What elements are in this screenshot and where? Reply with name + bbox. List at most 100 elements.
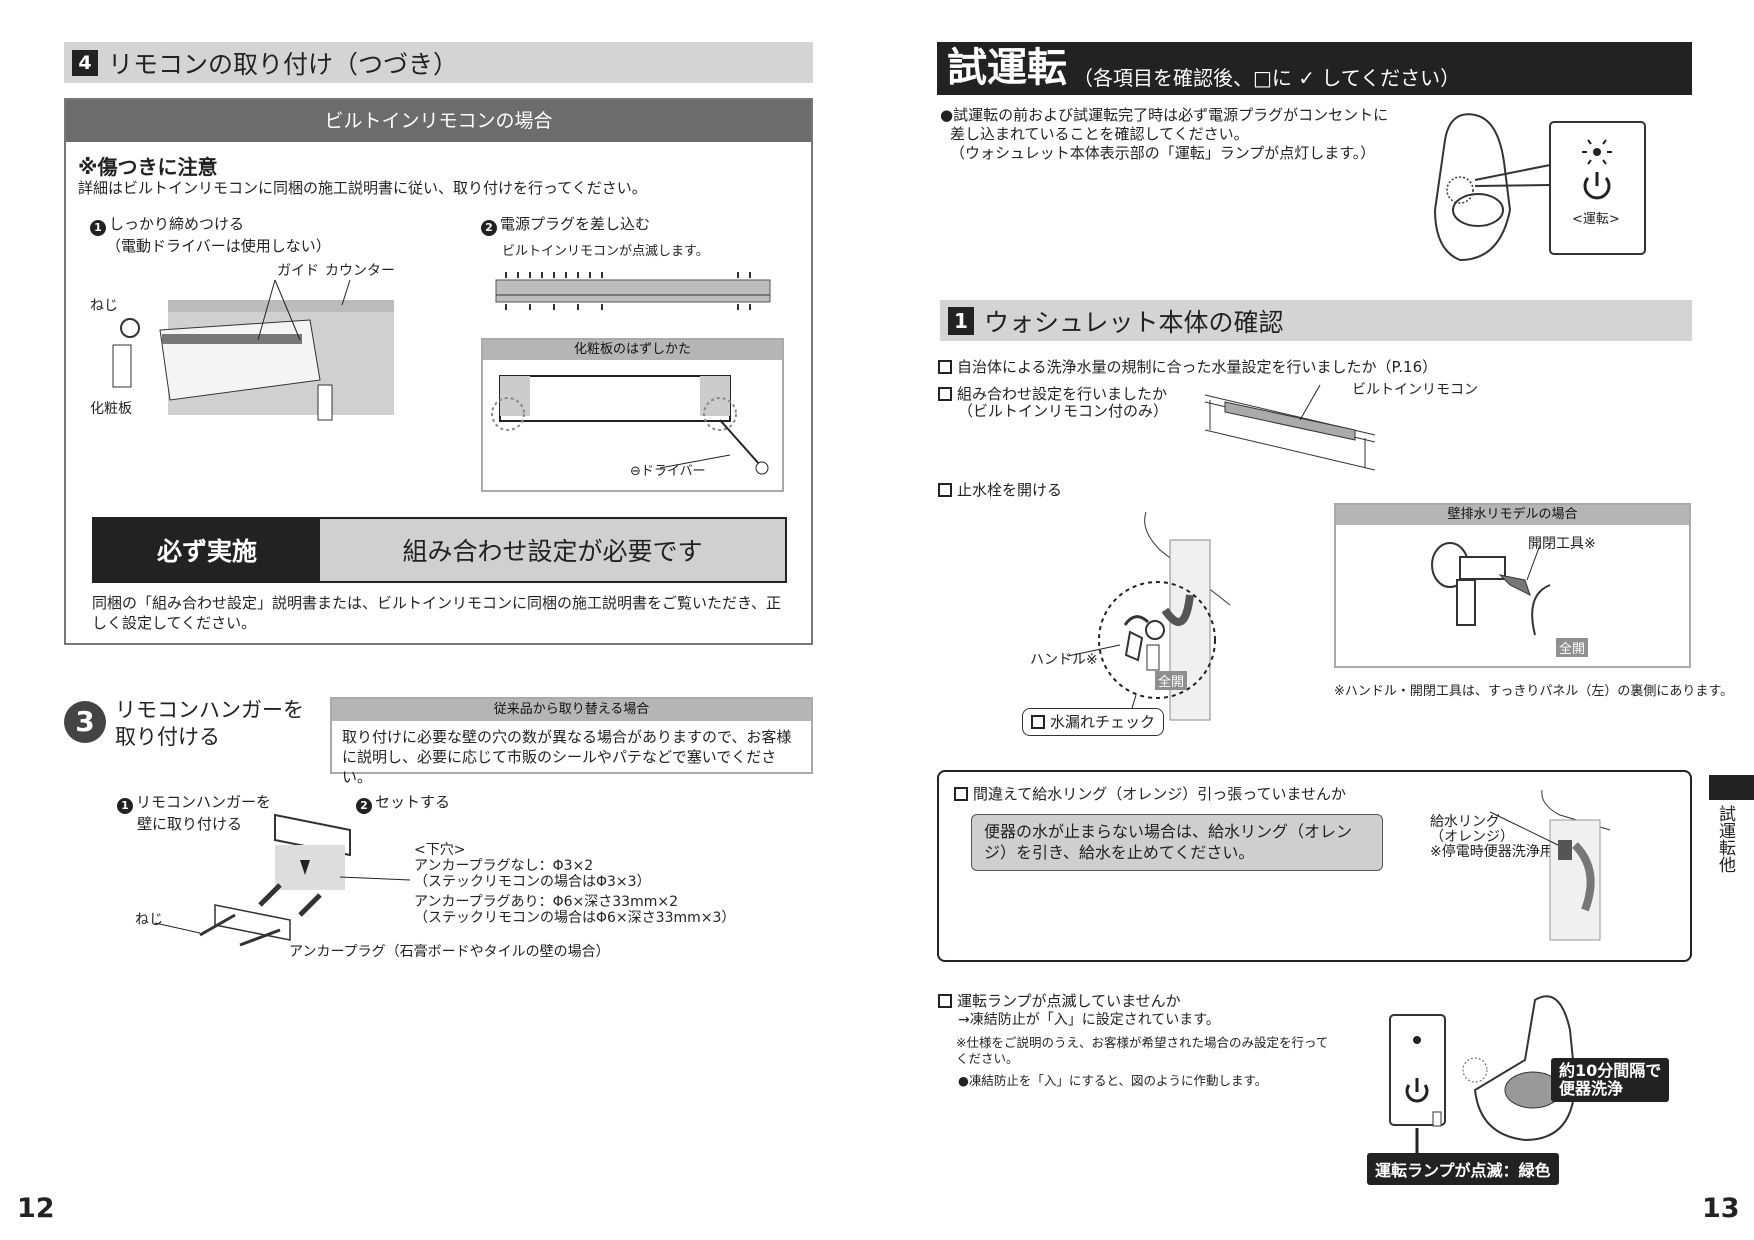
check5-note2: ●凍結防止を「入」にすると、図のように作動します。 <box>958 1073 1268 1088</box>
step-number: 2 <box>356 798 372 814</box>
trial-run-title-bar: 試運転 （各項目を確認後、□に ✓ してください） <box>937 42 1692 95</box>
replace-box: 従来品から取り替える場合 取り付けに必要な壁の穴の数が異なる場合がありますので、… <box>330 697 813 786</box>
section-title: ウォシュレット本体の確認 <box>984 307 1284 337</box>
check3-text: 止水栓を開ける <box>957 481 1063 499</box>
label-handle: ハンドル※ <box>1030 652 1098 668</box>
builtin-install-illustration <box>112 279 394 421</box>
leak-check-text: 水漏れチェック <box>1050 713 1156 731</box>
must-text: 組み合わせ設定が必要です <box>320 519 785 581</box>
step1-line1: しっかり締めつける <box>109 215 245 233</box>
check-water-ring[interactable]: 間違えて給水リング（オレンジ）引っ張っていませんか <box>954 784 1346 804</box>
section-1-header: 1 ウォシュレット本体の確認 <box>940 300 1692 341</box>
section-4-header: 4 リモコンの取り付け（つづき） <box>64 42 813 83</box>
hole-spec: <下穴> アンカープラグなし：Φ3×2 （ステックリモコンの場合はΦ3×3） ア… <box>414 842 735 926</box>
checkbox[interactable] <box>1031 715 1045 729</box>
removal-title: 化粧板のはずしかた <box>483 340 782 360</box>
intro-line2: 差し込まれていることを確認してください。 <box>950 125 1249 143</box>
ring-label: 給水リング （オレンジ） ※停電時便器洗浄用 <box>1430 815 1554 860</box>
checkbox[interactable] <box>938 994 952 1008</box>
checkbox[interactable] <box>938 387 952 401</box>
checkbox[interactable] <box>938 483 952 497</box>
step1-line2: （電動ドライバーは使用しない） <box>106 237 331 255</box>
hanger-illustration <box>154 813 411 947</box>
h-label-screw: ねじ <box>135 912 163 928</box>
side-tab-marker <box>1709 775 1754 800</box>
panel-title: ビルトインリモコンの場合 <box>66 100 811 142</box>
label-full-open-2: 全開 <box>1556 638 1589 657</box>
checkbox[interactable] <box>938 360 952 374</box>
trial-run-title: 試運転 <box>947 45 1067 91</box>
callout-flush-line1: 約10分間隔で <box>1559 1061 1662 1080</box>
section-number: 4 <box>72 49 98 76</box>
panel-removal-illustration <box>491 375 769 475</box>
hole-title: <下穴> <box>414 842 466 858</box>
leak-check[interactable]: 水漏れチェック <box>1022 708 1165 736</box>
check-open-valve[interactable]: 止水栓を開ける <box>938 480 1062 500</box>
callout-flush: 約10分間隔で 便器洗浄 <box>1551 1058 1670 1102</box>
step2-title: 電源プラグを差し込む <box>500 215 651 233</box>
check-combination[interactable]: 組み合わせ設定を行いましたか（ビルトインリモコン付のみ） <box>938 386 1168 420</box>
must-label: 必ず実施 <box>94 519 320 581</box>
ring-line2: （オレンジ） <box>1430 829 1514 845</box>
panel-removal-box: 化粧板のはずしかた <box>481 338 784 492</box>
check4-text: 間違えて給水リング（オレンジ）引っ張っていませんか <box>973 785 1347 803</box>
label-guide: ガイド <box>277 263 319 279</box>
caution-title: ※傷つきに注意 <box>78 155 218 179</box>
hole-line1: アンカープラグなし：Φ3×2 <box>414 858 594 874</box>
ring-line1: 給水リング <box>1430 814 1500 830</box>
label-tool: 開閉工具※ <box>1528 536 1596 552</box>
wall-note: ※ハンドル・開閉工具は、すっきりパネル（左）の裏側にあります。 <box>1334 684 1734 699</box>
check1-text: 自治体による洗浄水量の規制に合った水量設定を行いましたか（P.16） <box>957 358 1438 376</box>
opening-tool-illustration <box>1431 542 1551 636</box>
check5-text: 運転ランプが点滅していませんか <box>957 992 1181 1010</box>
must-note: 同梱の「組み合わせ設定」説明書または、ビルトインリモコンに同梱の施工説明書をご覧… <box>92 594 781 632</box>
intro-text: ●試運転の前および試運転完了時は必ず電源プラグがコンセントに 差し込まれているこ… <box>940 106 1388 163</box>
label-screw: ねじ <box>90 298 118 314</box>
h-step1-line2: 壁に取り付ける <box>137 815 243 833</box>
check-lamp-blink[interactable]: 運転ランプが点滅していませんか <box>938 991 1181 1011</box>
caution-text: 詳細はビルトインリモコンに同梱の施工説明書に従い、取り付けを行ってください。 <box>78 179 647 197</box>
label-full-open: 全開 <box>1155 671 1188 690</box>
label-driver: ⊖ドライバー <box>630 464 706 479</box>
callout-lamp: 運転ランプが点滅：緑色 <box>1367 1153 1559 1185</box>
lamp-label: <運転> <box>1572 212 1620 227</box>
checkbox[interactable] <box>954 787 968 801</box>
step-number: 2 <box>481 220 497 236</box>
step-number: 1 <box>90 220 106 236</box>
check2-line2: （ビルトインリモコン付のみ） <box>958 402 1169 420</box>
intro-line1: ●試運転の前および試運転完了時は必ず電源プラグがコンセントに <box>940 106 1389 124</box>
water-ring-check-box <box>937 770 1692 962</box>
check-water-volume[interactable]: 自治体による洗浄水量の規制に合った水量設定を行いましたか（P.16） <box>938 357 1437 377</box>
toilet-lamp-illustration <box>1433 113 1646 262</box>
side-tab-label: 試運転他 <box>1715 805 1735 873</box>
intro-line3: （ウォシュレット本体表示部の「運転」ランプが点灯します。） <box>950 144 1376 162</box>
check2-line1: 組み合わせ設定を行いましたか <box>957 385 1168 403</box>
ring-note: 便器の水が止まらない場合は、給水リング（オレンジ）を引き、給水を止めてください。 <box>971 814 1383 871</box>
builtin-remote-panel: ビルトインリモコンの場合 <box>64 98 813 645</box>
stop-valve-illustration <box>1067 511 1231 721</box>
wall-drain-box: 壁排水リモデルの場合 <box>1334 503 1691 668</box>
ring-line3: ※停電時便器洗浄用 <box>1430 844 1554 860</box>
label-panel: 化粧板 <box>90 401 132 417</box>
step2-text: ビルトインリモコンが点滅します。 <box>502 244 709 259</box>
freeze-protection-illustration <box>1389 995 1577 1155</box>
h-step1-line1: リモコンハンガーを <box>136 793 272 811</box>
section-3-title: リモコンハンガーを 取り付ける <box>115 697 304 751</box>
wall-drain-title: 壁排水リモデルの場合 <box>1336 505 1689 525</box>
replace-title: 従来品から取り替える場合 <box>332 699 811 721</box>
h-step2-title: セットする <box>375 793 451 811</box>
trial-run-subtitle: （各項目を確認後、□に ✓ してください） <box>1073 66 1461 90</box>
water-ring-illustration <box>1489 789 1611 941</box>
check5-arrow: →凍結防止が「入」に設定されています。 <box>958 1012 1220 1028</box>
label-counter: カウンター <box>325 263 395 279</box>
hole-line4: （ステックリモコンの場合はΦ6×深さ33mm×3） <box>414 910 736 926</box>
page-number-left: 12 <box>17 1193 55 1224</box>
remote-blinking-illustration <box>495 272 771 310</box>
builtin-remote-illustration <box>1204 384 1376 471</box>
hole-line2: （ステックリモコンの場合はΦ3×3） <box>414 874 651 890</box>
h-label-anchor: アンカープラグ（石膏ボードやタイルの壁の場合） <box>289 944 610 960</box>
